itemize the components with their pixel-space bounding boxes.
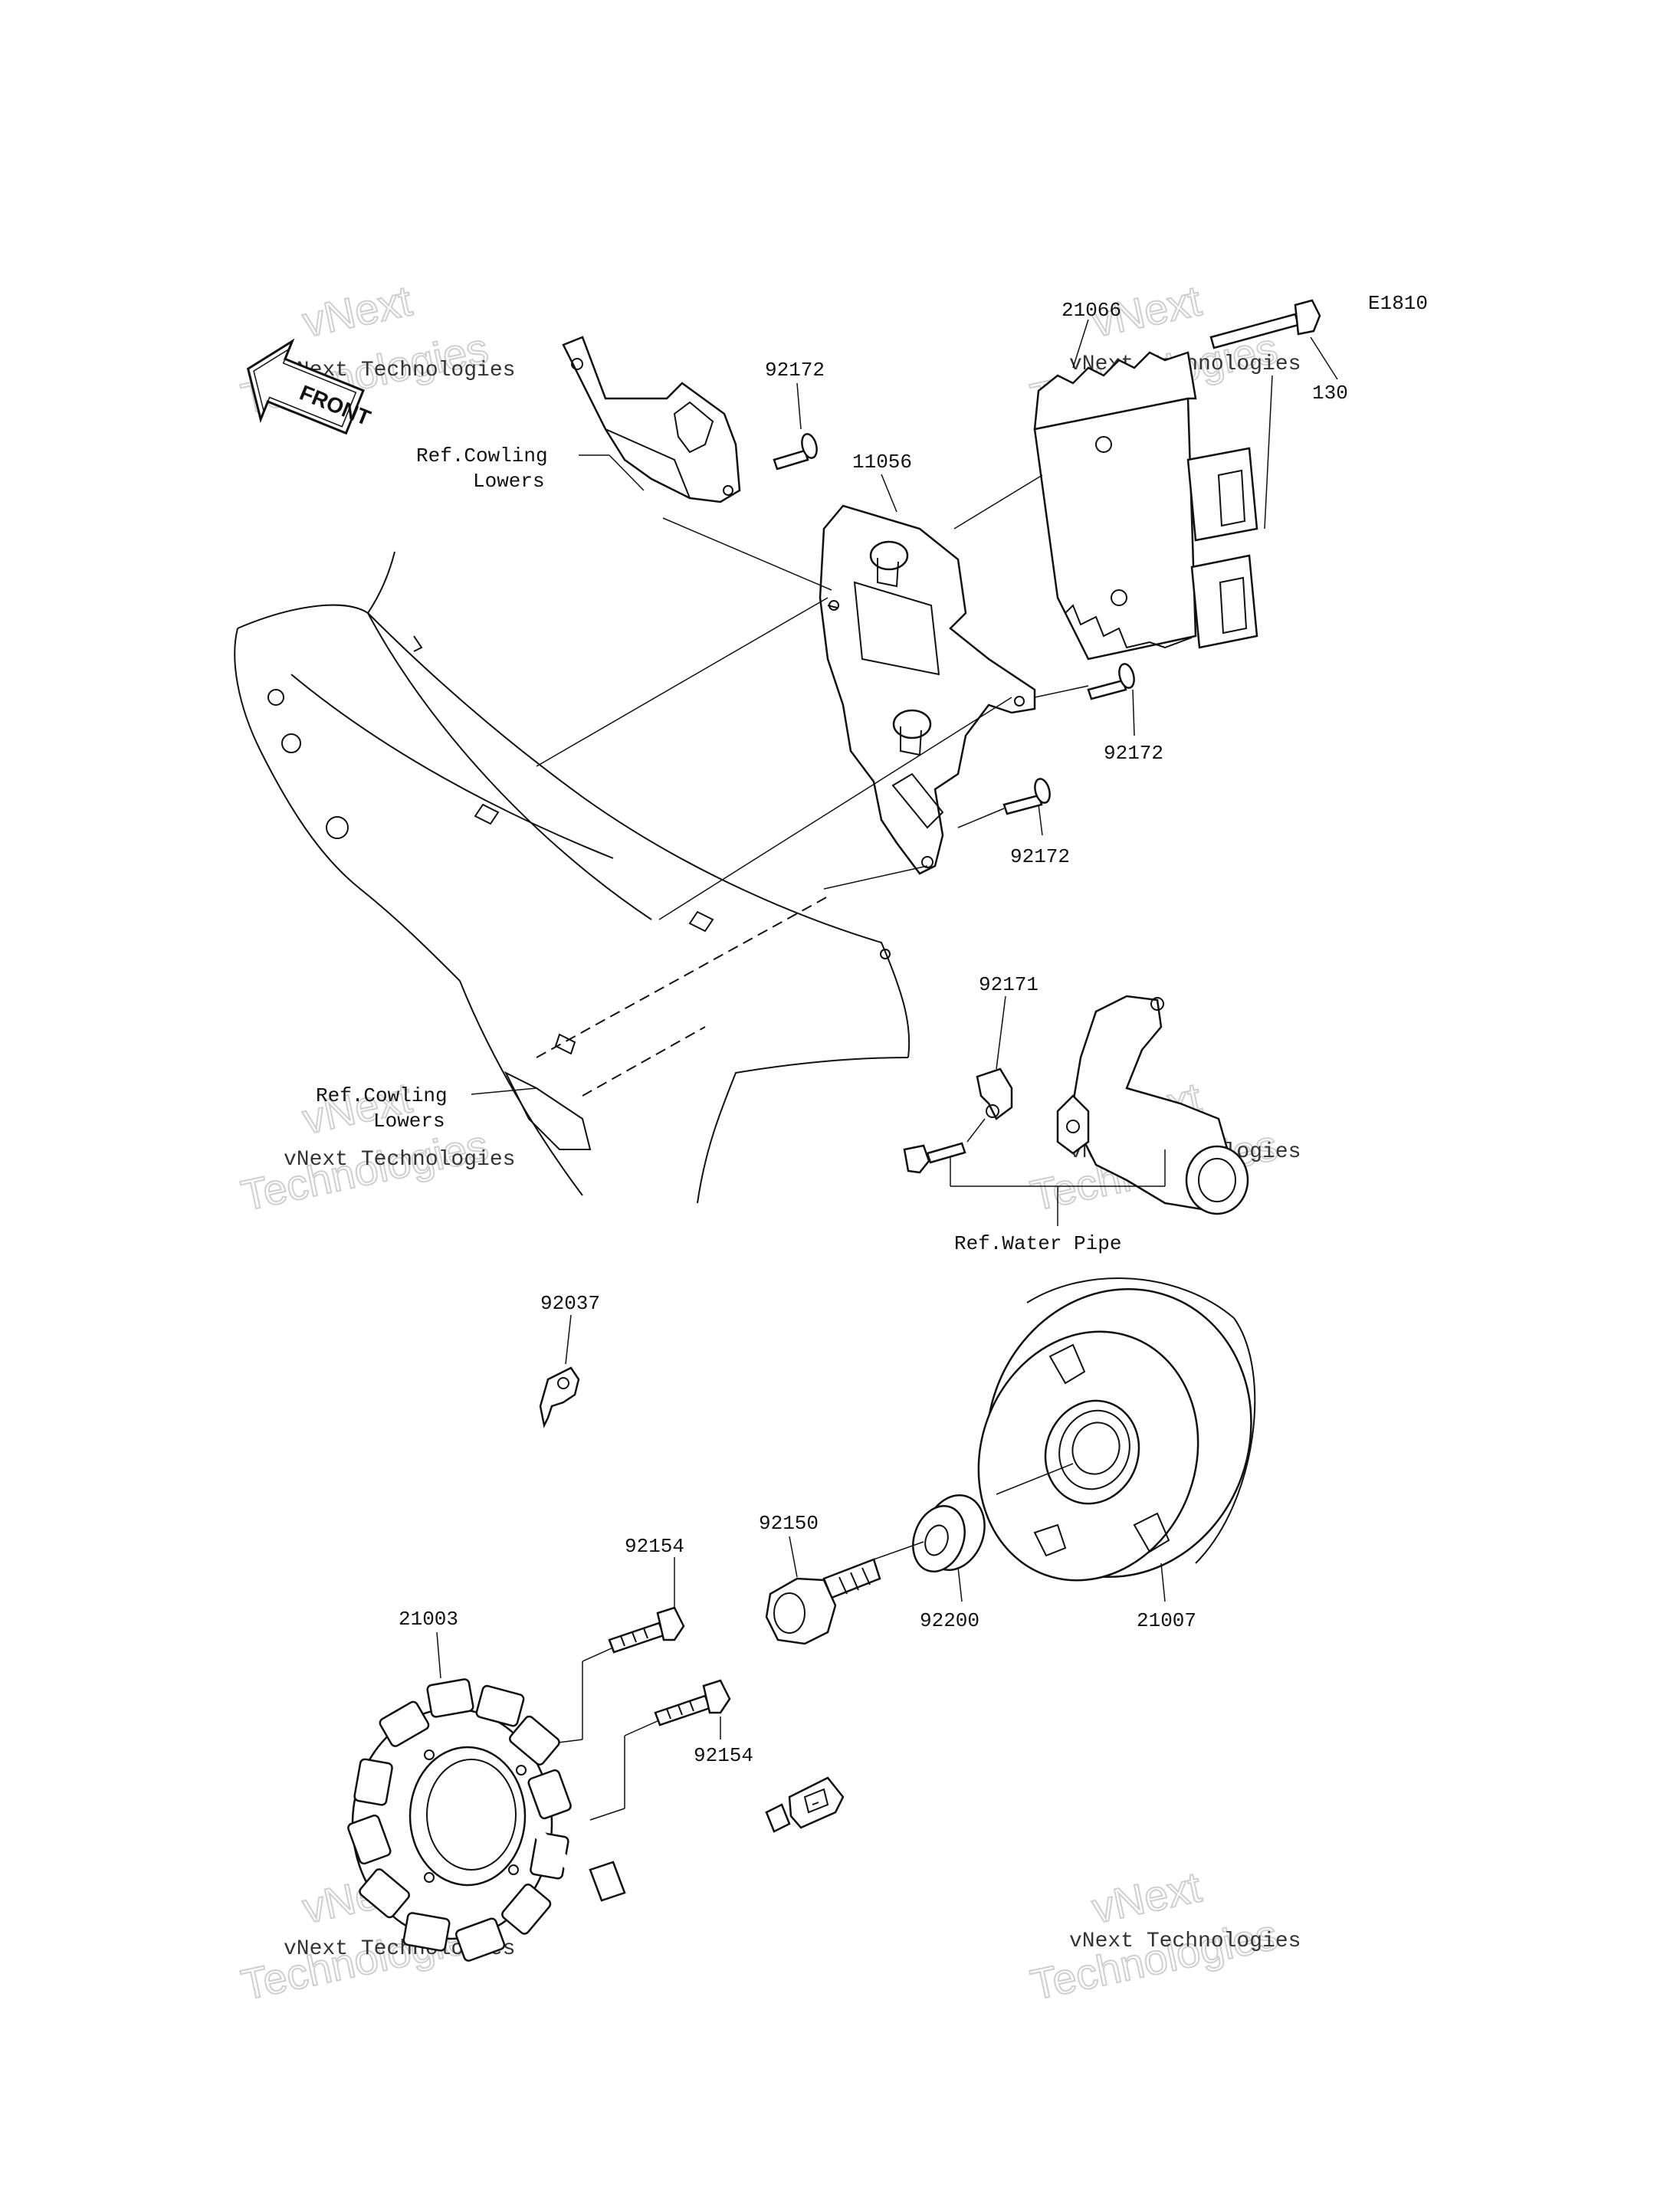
- stator-21003: [347, 1678, 572, 1962]
- leader-92171: [996, 995, 1006, 1070]
- leader-21007: [1160, 1562, 1166, 1602]
- bolt-92154-low: [654, 1679, 731, 1726]
- label-21007: 21007: [1137, 1609, 1196, 1632]
- front-arrow-icon: FRONT: [246, 338, 374, 435]
- cowling-bracket: [562, 336, 741, 503]
- screw-92172-low: [1002, 778, 1051, 815]
- label-92172-top: 92172: [765, 359, 825, 382]
- screw-92172-mid: [1087, 663, 1135, 700]
- svg-text:vNext: vNext: [1088, 1862, 1206, 1932]
- bracket-11056: [819, 504, 1036, 875]
- rotor-21007: [977, 1277, 1256, 1582]
- svg-text:vNext Technologies: vNext Technologies: [1069, 1930, 1301, 1953]
- leader-21066: [1072, 319, 1089, 369]
- ref-water-pipe: Ref.Water Pipe: [954, 1232, 1121, 1255]
- leader-130: [1310, 336, 1338, 380]
- water-pipe-fitting: [1056, 995, 1249, 1215]
- ref-cowling-bottom-1: Ref.Cowling: [316, 1084, 448, 1107]
- label-92171: 92171: [979, 973, 1039, 996]
- label-92154-low: 92154: [694, 1744, 753, 1767]
- label-21066: 21066: [1061, 299, 1121, 322]
- ref-cowling-bottom-2: Lowers: [373, 1110, 445, 1133]
- assembly-lines: [536, 474, 1089, 1097]
- label-92154-top: 92154: [625, 1535, 684, 1558]
- leader-92037: [565, 1314, 572, 1365]
- leader-92200: [957, 1566, 963, 1602]
- svg-text:vNext: vNext: [298, 276, 416, 346]
- leader-cowling-top: [609, 454, 645, 491]
- ref-cowling-top-1: Ref.Cowling: [416, 444, 548, 467]
- leader-21003: [436, 1631, 441, 1679]
- bolt-130: [1209, 299, 1321, 349]
- svg-text:Technologies: Technologies: [1026, 1910, 1281, 2009]
- leader-92172-low: [1038, 804, 1043, 836]
- clip-92037: [539, 1366, 580, 1428]
- cowling-lower: [234, 551, 911, 1204]
- leader-130-down: [1264, 375, 1273, 530]
- leader-92172-top: [796, 382, 802, 430]
- label-11056: 11056: [852, 451, 912, 474]
- clamp-92171: [976, 1067, 1013, 1120]
- label-21003: 21003: [399, 1608, 458, 1631]
- leader-92172-mid: [1132, 689, 1135, 736]
- leader-cowling-bottom: [471, 1087, 537, 1095]
- stator-bolt-leaders: [551, 1647, 660, 1821]
- diagram-code: E1810: [1368, 292, 1428, 315]
- ref-cowling-top-2: Lowers: [473, 470, 545, 493]
- bolt-92150: [765, 1558, 881, 1645]
- leader-11056: [881, 474, 897, 513]
- leader-92150: [789, 1536, 798, 1578]
- label-130: 130: [1312, 382, 1348, 405]
- leader-water-pipe: [950, 1149, 1166, 1226]
- label-92037: 92037: [540, 1292, 600, 1315]
- regulator-rectifier: [1033, 351, 1258, 661]
- label-92150: 92150: [759, 1512, 819, 1535]
- svg-text:vNext Technologies: vNext Technologies: [284, 1148, 515, 1172]
- bolt-92154-top: [608, 1606, 685, 1654]
- screw-92172-top: [773, 433, 818, 471]
- bolt-water-pipe: [903, 1142, 966, 1174]
- label-92172-mid: 92172: [1104, 742, 1163, 765]
- label-92172-low: 92172: [1010, 845, 1070, 868]
- stator-harness: [533, 1776, 845, 1906]
- svg-text:vNext: vNext: [298, 1073, 416, 1143]
- washer-92200: [912, 1494, 986, 1573]
- watermark-bottom-right: vNext Technologies vNext Technologies: [1025, 1861, 1301, 2009]
- label-92200: 92200: [920, 1609, 979, 1632]
